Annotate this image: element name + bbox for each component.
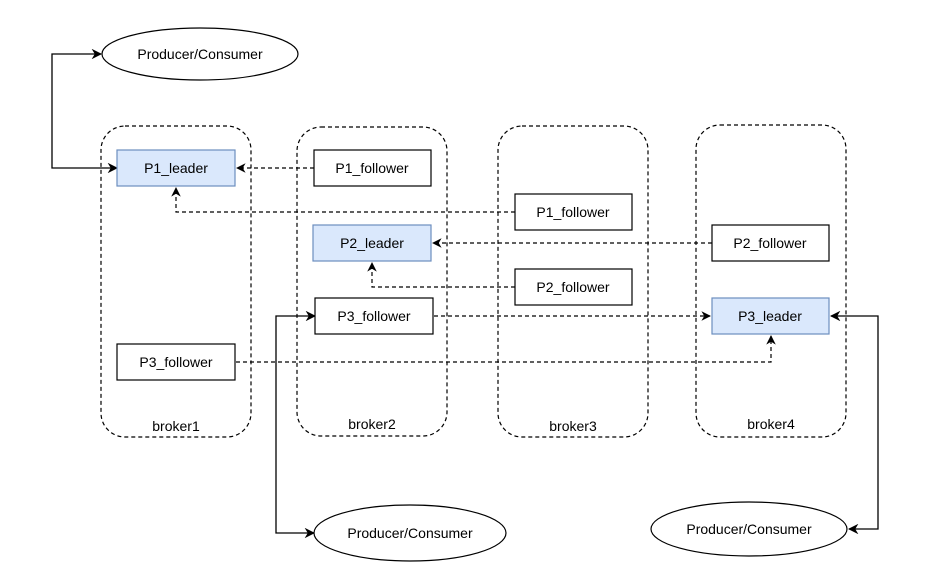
svg-text:P2_follower: P2_follower [733, 235, 806, 251]
client-bottom-mid-link [275, 310, 317, 539]
partition-p3-follower-broker2[interactable]: P3_follower [314, 297, 434, 335]
p3-replication-b1-to-b4 [236, 335, 776, 363]
svg-text:P1_follower: P1_follower [335, 160, 408, 176]
client-top-link [51, 48, 119, 174]
partition-p1-follower-broker2[interactable]: P1_follower [313, 149, 432, 187]
replication-connectors [171, 163, 776, 363]
broker-1-label: broker1 [152, 418, 200, 434]
partition-p1-follower-broker3[interactable]: P1_follower [514, 193, 633, 231]
partition-p1-leader-broker1[interactable]: P1_leader [116, 149, 236, 187]
svg-text:P2_follower: P2_follower [536, 279, 609, 295]
svg-text:Producer/Consumer: Producer/Consumer [137, 46, 263, 62]
partition-p3-follower-broker1[interactable]: P3_follower [116, 343, 236, 381]
broker-2-label: broker2 [348, 416, 396, 432]
svg-text:P3_follower: P3_follower [139, 354, 212, 370]
svg-text:Producer/Consumer: Producer/Consumer [686, 521, 812, 537]
partition-p2-leader-broker2[interactable]: P2_leader [312, 224, 432, 262]
svg-text:P1_follower: P1_follower [536, 204, 609, 220]
broker-3-label: broker3 [549, 418, 597, 434]
broker-1[interactable]: broker1 [100, 125, 252, 438]
svg-text:P1_leader: P1_leader [144, 160, 208, 176]
broker-4[interactable]: broker4 [695, 124, 847, 438]
svg-text:P3_follower: P3_follower [337, 308, 410, 324]
partition-p2-follower-broker4[interactable]: P2_follower [711, 224, 830, 262]
broker-3[interactable]: broker3 [497, 125, 649, 438]
svg-text:P2_leader: P2_leader [340, 235, 404, 251]
partition-p2-follower-broker3[interactable]: P2_follower [514, 268, 633, 306]
p1-replication-b3-to-b1 [171, 187, 515, 213]
partition-p3-leader-broker4[interactable]: P3_leader [711, 297, 830, 335]
broker-4-label: broker4 [747, 416, 795, 432]
broker-2[interactable]: broker2 [296, 126, 448, 437]
svg-text:Producer/Consumer: Producer/Consumer [347, 525, 473, 541]
client-connectors [51, 48, 879, 539]
svg-text:P3_leader: P3_leader [738, 308, 802, 324]
client-bottom-right-link [829, 310, 879, 535]
client-bottom-right-ellipse[interactable]: Producer/Consumer [650, 501, 848, 557]
client-bottom-mid-ellipse[interactable]: Producer/Consumer [313, 504, 507, 562]
p2-replication-b3-to-b2 [367, 262, 515, 288]
client-top-ellipse[interactable]: Producer/Consumer [101, 27, 299, 81]
